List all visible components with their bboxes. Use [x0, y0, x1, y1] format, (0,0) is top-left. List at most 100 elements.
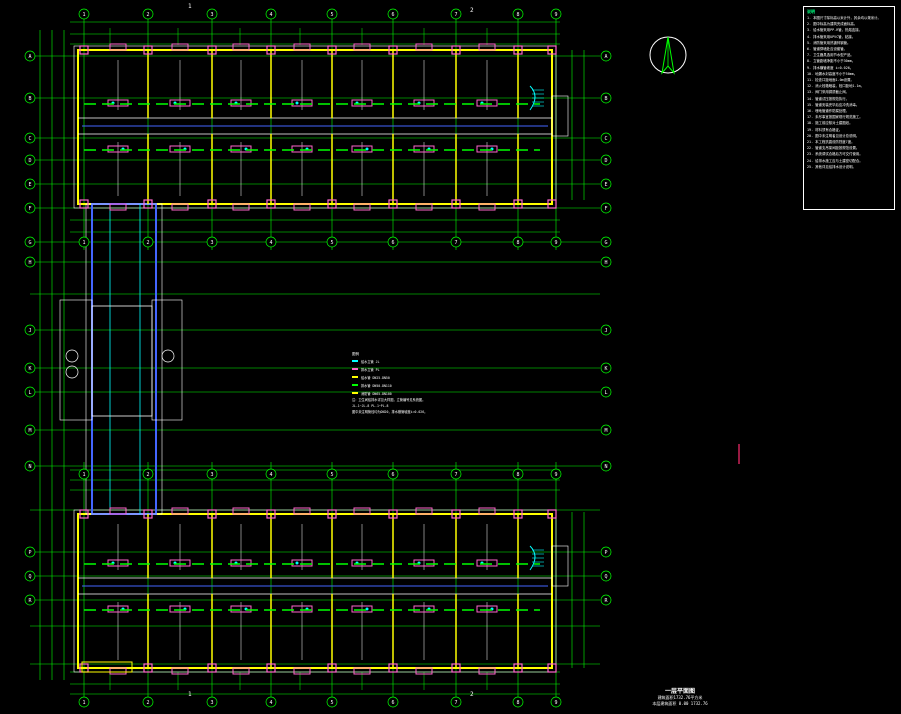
axis-bubble-label: 8 [516, 12, 519, 18]
axis-bubble-circle [600, 92, 612, 104]
axis-bubble-label: 5 [330, 700, 333, 706]
axis-bubble-right: F [600, 202, 612, 214]
fixture-block [291, 145, 313, 153]
note-line: 14. 管道试压按规范执行。 [807, 96, 850, 101]
axis-bubble-label: 5 [330, 12, 333, 18]
axis-bubble-circle [142, 468, 154, 480]
axis-bubble-label: 2 [146, 12, 149, 18]
axis-bubble-circle [24, 594, 36, 606]
axis-bubble-circle [142, 696, 154, 708]
axis-bubble-right: L [600, 386, 612, 398]
axis-bubble-circle [387, 8, 399, 20]
axis-bubble-circle [24, 154, 36, 166]
notes-title: 说明 [807, 9, 815, 14]
axis-bubble-circle [600, 460, 612, 472]
axis-bubble-circle [326, 236, 338, 248]
axis-bubble-right: A [600, 50, 612, 62]
note-line: 6. 管道穿墙处应设套管。 [807, 47, 848, 52]
legend-item: 排水管 DN50-DN110 [352, 381, 432, 389]
fixture-block [413, 99, 435, 107]
corridor-edge [85, 203, 163, 515]
title-block: 一层平面图 建筑面积1732.76平方米 本层建筑面积 0.00 1732.76 [640, 686, 720, 707]
axis-bubble-circle [24, 202, 36, 214]
axis-bubble-top: 9 [550, 8, 562, 20]
axis-bubble-top: 3 [206, 468, 218, 480]
legend-title: 图例 [352, 352, 359, 356]
north-arrow-icon [649, 36, 687, 75]
window-bay [293, 203, 311, 211]
axis-bubble-circle [78, 696, 90, 708]
column [143, 663, 153, 673]
fixture-block [107, 99, 129, 107]
axis-bubble-label: B [604, 96, 607, 102]
axis-bubble-top: 4 [265, 236, 277, 248]
window-bay [415, 507, 433, 515]
section-mark: 2 [470, 691, 474, 698]
axis-bubble-top: 7 [450, 696, 462, 708]
note-line: 11. 检查口距地面1.0m设置。 [807, 78, 854, 83]
fixture-block [230, 559, 252, 567]
axis-bubble-top: 6 [387, 236, 399, 248]
axis-bubble-top: 1 [78, 696, 90, 708]
round-column [161, 349, 175, 363]
axis-bubble-top: 2 [142, 696, 154, 708]
section-mark: 1 [188, 691, 192, 698]
axis-bubble-left: E [24, 178, 36, 190]
axis-bubble-label: 1 [82, 472, 85, 478]
axis-bubble-circle [24, 324, 36, 336]
note-line: 15. 管道安装完毕后应冲洗消毒。 [807, 102, 860, 107]
axis-bubble-circle [206, 468, 218, 480]
axis-bubble-circle [450, 8, 462, 20]
axis-bubble-label: A [604, 54, 607, 60]
window-bay [293, 507, 311, 515]
axis-bubble-label: H [604, 260, 607, 266]
axis-bubble-label: R [28, 598, 32, 604]
note-line: 1. 本图尺寸除标高以米计外，其余均以毫米计。 [807, 16, 881, 20]
window-bay [478, 43, 496, 51]
axis-bubble-circle [600, 50, 612, 62]
axis-bubble-right: B [600, 92, 612, 104]
axis-bubble-label: F [604, 206, 607, 212]
axis-bubble-top: 5 [326, 696, 338, 708]
axis-bubble-label: 6 [391, 240, 394, 246]
axis-bubble-circle [206, 8, 218, 20]
axis-bubble-circle [265, 236, 277, 248]
axis-bubble-label: 1 [82, 700, 85, 706]
axis-bubble-label: R [604, 598, 608, 604]
column [266, 199, 276, 209]
axis-bubble-top: 8 [512, 8, 524, 20]
grid-lines [30, 18, 600, 700]
fixture-block [476, 605, 498, 613]
axis-bubble-top: 7 [450, 468, 462, 480]
fixture-block [230, 605, 252, 613]
axis-bubble-right: K [600, 362, 612, 374]
axis-bubble-circle [326, 468, 338, 480]
column [513, 509, 523, 519]
axis-bubble-circle [512, 696, 524, 708]
note-line: 7. 卫生器具选用节水型产品。 [807, 53, 854, 58]
axis-bubble-label: 4 [269, 12, 272, 18]
axis-bubble-circle [206, 696, 218, 708]
window-bay [232, 43, 250, 51]
column [143, 199, 153, 209]
axis-bubble-left: A [24, 50, 36, 62]
column [79, 199, 89, 209]
axis-bubble-top: 7 [450, 236, 462, 248]
axis-bubble-right: C [600, 132, 612, 144]
axis-bubble-circle [550, 696, 562, 708]
axis-bubble-label: J [28, 328, 31, 334]
axis-bubble-label: 6 [391, 12, 394, 18]
fixture-block [107, 145, 129, 153]
legend-label: 消防管 DN65-DN100 [361, 391, 392, 396]
column [143, 509, 153, 519]
axis-bubble-circle [78, 236, 90, 248]
axis-bubble-circle [600, 202, 612, 214]
axis-bubble-label: 7 [454, 472, 457, 478]
axis-bubble-label: D [604, 158, 607, 164]
window-bay [415, 203, 433, 211]
axis-bubble-left: L [24, 386, 36, 398]
axis-bubble-top: 6 [387, 8, 399, 20]
lobby-wing [151, 299, 183, 421]
axis-bubble-left: M [24, 424, 36, 436]
